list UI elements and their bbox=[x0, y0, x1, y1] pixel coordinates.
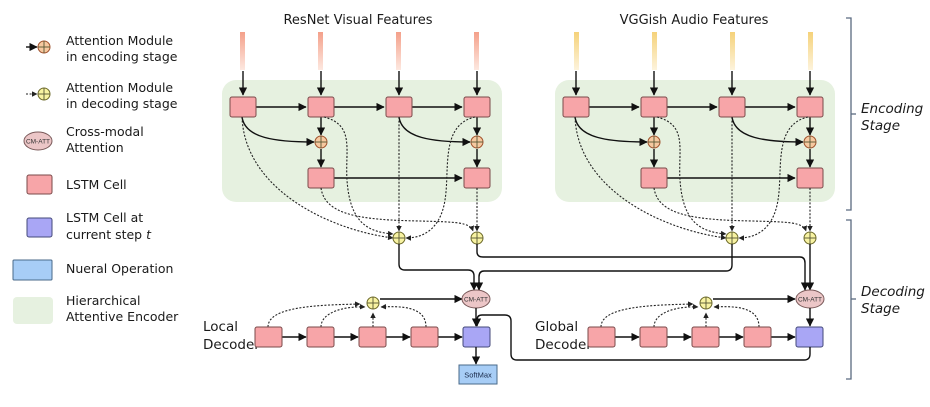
lstm-cell bbox=[718, 96, 746, 118]
attention-decoding-icon bbox=[470, 231, 484, 245]
attention-encoding-icon bbox=[803, 135, 817, 149]
encoding-stage-label: Stage bbox=[861, 118, 900, 134]
attention-decoding-icon bbox=[366, 296, 380, 310]
visual-feature-bar bbox=[396, 32, 401, 70]
global-decoder-label: Decoder bbox=[535, 337, 592, 353]
local-decoder-label: Local bbox=[203, 319, 238, 335]
lstm-cell bbox=[796, 96, 824, 118]
visual-feature-bar bbox=[240, 32, 245, 70]
legend-label: Cross-modal bbox=[66, 124, 144, 139]
audio-features-title: VGGish Audio Features bbox=[620, 13, 769, 28]
legend-item-cross-modal-attention: CM-ATT Cross-modal Attention bbox=[23, 124, 144, 155]
attention-decoding-icon bbox=[699, 296, 713, 310]
decoding-stage-label: Decoding bbox=[861, 284, 925, 300]
attention-decoding-icon bbox=[26, 87, 51, 101]
lstm-cell bbox=[640, 96, 668, 118]
lstm-cell bbox=[306, 326, 335, 348]
lstm-cell bbox=[254, 326, 283, 348]
lstm-cell bbox=[410, 326, 439, 348]
audio-feature-bar bbox=[652, 32, 657, 70]
lstm-cell bbox=[796, 167, 824, 189]
lstm-cell bbox=[743, 326, 772, 348]
legend-item-lstm-cell: LSTM Cell bbox=[26, 174, 127, 195]
lstm-cell bbox=[307, 96, 335, 118]
audio-feature-bar bbox=[574, 32, 579, 70]
lstm-cell bbox=[463, 96, 491, 118]
attention-decoding-icon bbox=[725, 231, 739, 245]
global-decoder-label: Global bbox=[535, 319, 578, 335]
lstm-cell bbox=[640, 167, 668, 189]
lstm-cell bbox=[562, 96, 590, 118]
legend-label: in decoding stage bbox=[66, 96, 178, 111]
visual-feature-bar bbox=[318, 32, 323, 70]
visual-encoder-background bbox=[222, 80, 502, 202]
lstm-current-icon bbox=[26, 217, 53, 238]
visual-feature-bar bbox=[474, 32, 479, 70]
cross-modal-attention: CM-ATT bbox=[461, 289, 491, 309]
attention-decoding-icon bbox=[803, 231, 817, 245]
audio-encoder bbox=[555, 32, 835, 202]
visual-features-title: ResNet Visual Features bbox=[283, 13, 432, 28]
encoding-stage-label: Encoding bbox=[861, 101, 924, 117]
svg-text:CM-ATT: CM-ATT bbox=[798, 297, 822, 304]
legend-label: LSTM Cell bbox=[66, 177, 127, 192]
decoding-stage-bracket: Decoding Stage bbox=[846, 219, 925, 380]
hierarchical-encoder-icon bbox=[13, 297, 53, 324]
audio-feature-bar bbox=[808, 32, 813, 70]
audio-feature-bar bbox=[730, 32, 735, 70]
legend-label: Attention Module bbox=[66, 33, 173, 48]
legend-label: current step t bbox=[66, 227, 152, 242]
lstm-cell-icon bbox=[26, 174, 53, 195]
attention-encoding-icon bbox=[314, 135, 328, 149]
audio-feature-bars bbox=[574, 32, 813, 70]
audio-encoder-background bbox=[555, 80, 835, 202]
legend-label: Attention Module bbox=[66, 80, 173, 95]
legend-label: Attentive Encoder bbox=[66, 309, 179, 324]
legend-label: Attention bbox=[66, 140, 124, 155]
lstm-cell bbox=[307, 167, 335, 189]
cross-modal-attention: CM-ATT bbox=[795, 289, 825, 309]
visual-encoder bbox=[222, 32, 502, 202]
visual-decoding-links bbox=[241, 116, 484, 245]
attention-encoding-icon bbox=[26, 40, 51, 54]
encoding-stage-bracket: Encoding Stage bbox=[846, 17, 924, 211]
lstm-cell bbox=[229, 96, 257, 118]
visual-feature-bars bbox=[240, 32, 479, 70]
decoding-stage-label: Stage bbox=[861, 301, 900, 317]
lstm-cell-current bbox=[462, 326, 491, 348]
local-decoder-label: Decoder bbox=[203, 337, 260, 353]
cross-modal-links bbox=[398, 244, 815, 291]
global-decoder: Global Decoder CM-ATT bbox=[472, 289, 825, 361]
softmax-operation bbox=[458, 364, 498, 385]
lstm-cell bbox=[691, 326, 720, 348]
legend-label: Nueral Operation bbox=[66, 261, 173, 276]
neural-operation-icon bbox=[12, 259, 53, 281]
svg-text:CM-ATT: CM-ATT bbox=[26, 139, 50, 146]
legend-label: Hierarchical bbox=[66, 293, 141, 308]
legend: Attention Module in encoding stage Atten… bbox=[12, 33, 179, 324]
legend-label: in encoding stage bbox=[66, 49, 178, 64]
legend-item-attention-decoding: Attention Module in decoding stage bbox=[26, 80, 178, 111]
attention-encoding-icon bbox=[647, 135, 661, 149]
attention-encoding-icon bbox=[470, 135, 484, 149]
lstm-cell bbox=[385, 96, 413, 118]
lstm-cell-current bbox=[795, 326, 824, 348]
lstm-cell bbox=[463, 167, 491, 189]
legend-label: LSTM Cell at bbox=[66, 210, 143, 225]
attention-decoding-icon bbox=[392, 231, 406, 245]
svg-text:CM-ATT: CM-ATT bbox=[464, 297, 488, 304]
legend-item-neural-operation: Nueral Operation bbox=[12, 259, 173, 281]
lstm-cell bbox=[639, 326, 668, 348]
legend-item-hierarchical-encoder: Hierarchical Attentive Encoder bbox=[13, 293, 179, 324]
cross-modal-attention-icon: CM-ATT bbox=[23, 131, 53, 151]
legend-item-lstm-current: LSTM Cell at current step t bbox=[26, 210, 152, 242]
softmax-label: SoftMax bbox=[464, 371, 492, 380]
local-decoder: Local Decoder CM-ATT SoftMax bbox=[203, 289, 498, 385]
lstm-cell bbox=[587, 326, 616, 348]
lstm-cell bbox=[358, 326, 387, 348]
legend-item-attention-encoding: Attention Module in encoding stage bbox=[26, 33, 178, 64]
